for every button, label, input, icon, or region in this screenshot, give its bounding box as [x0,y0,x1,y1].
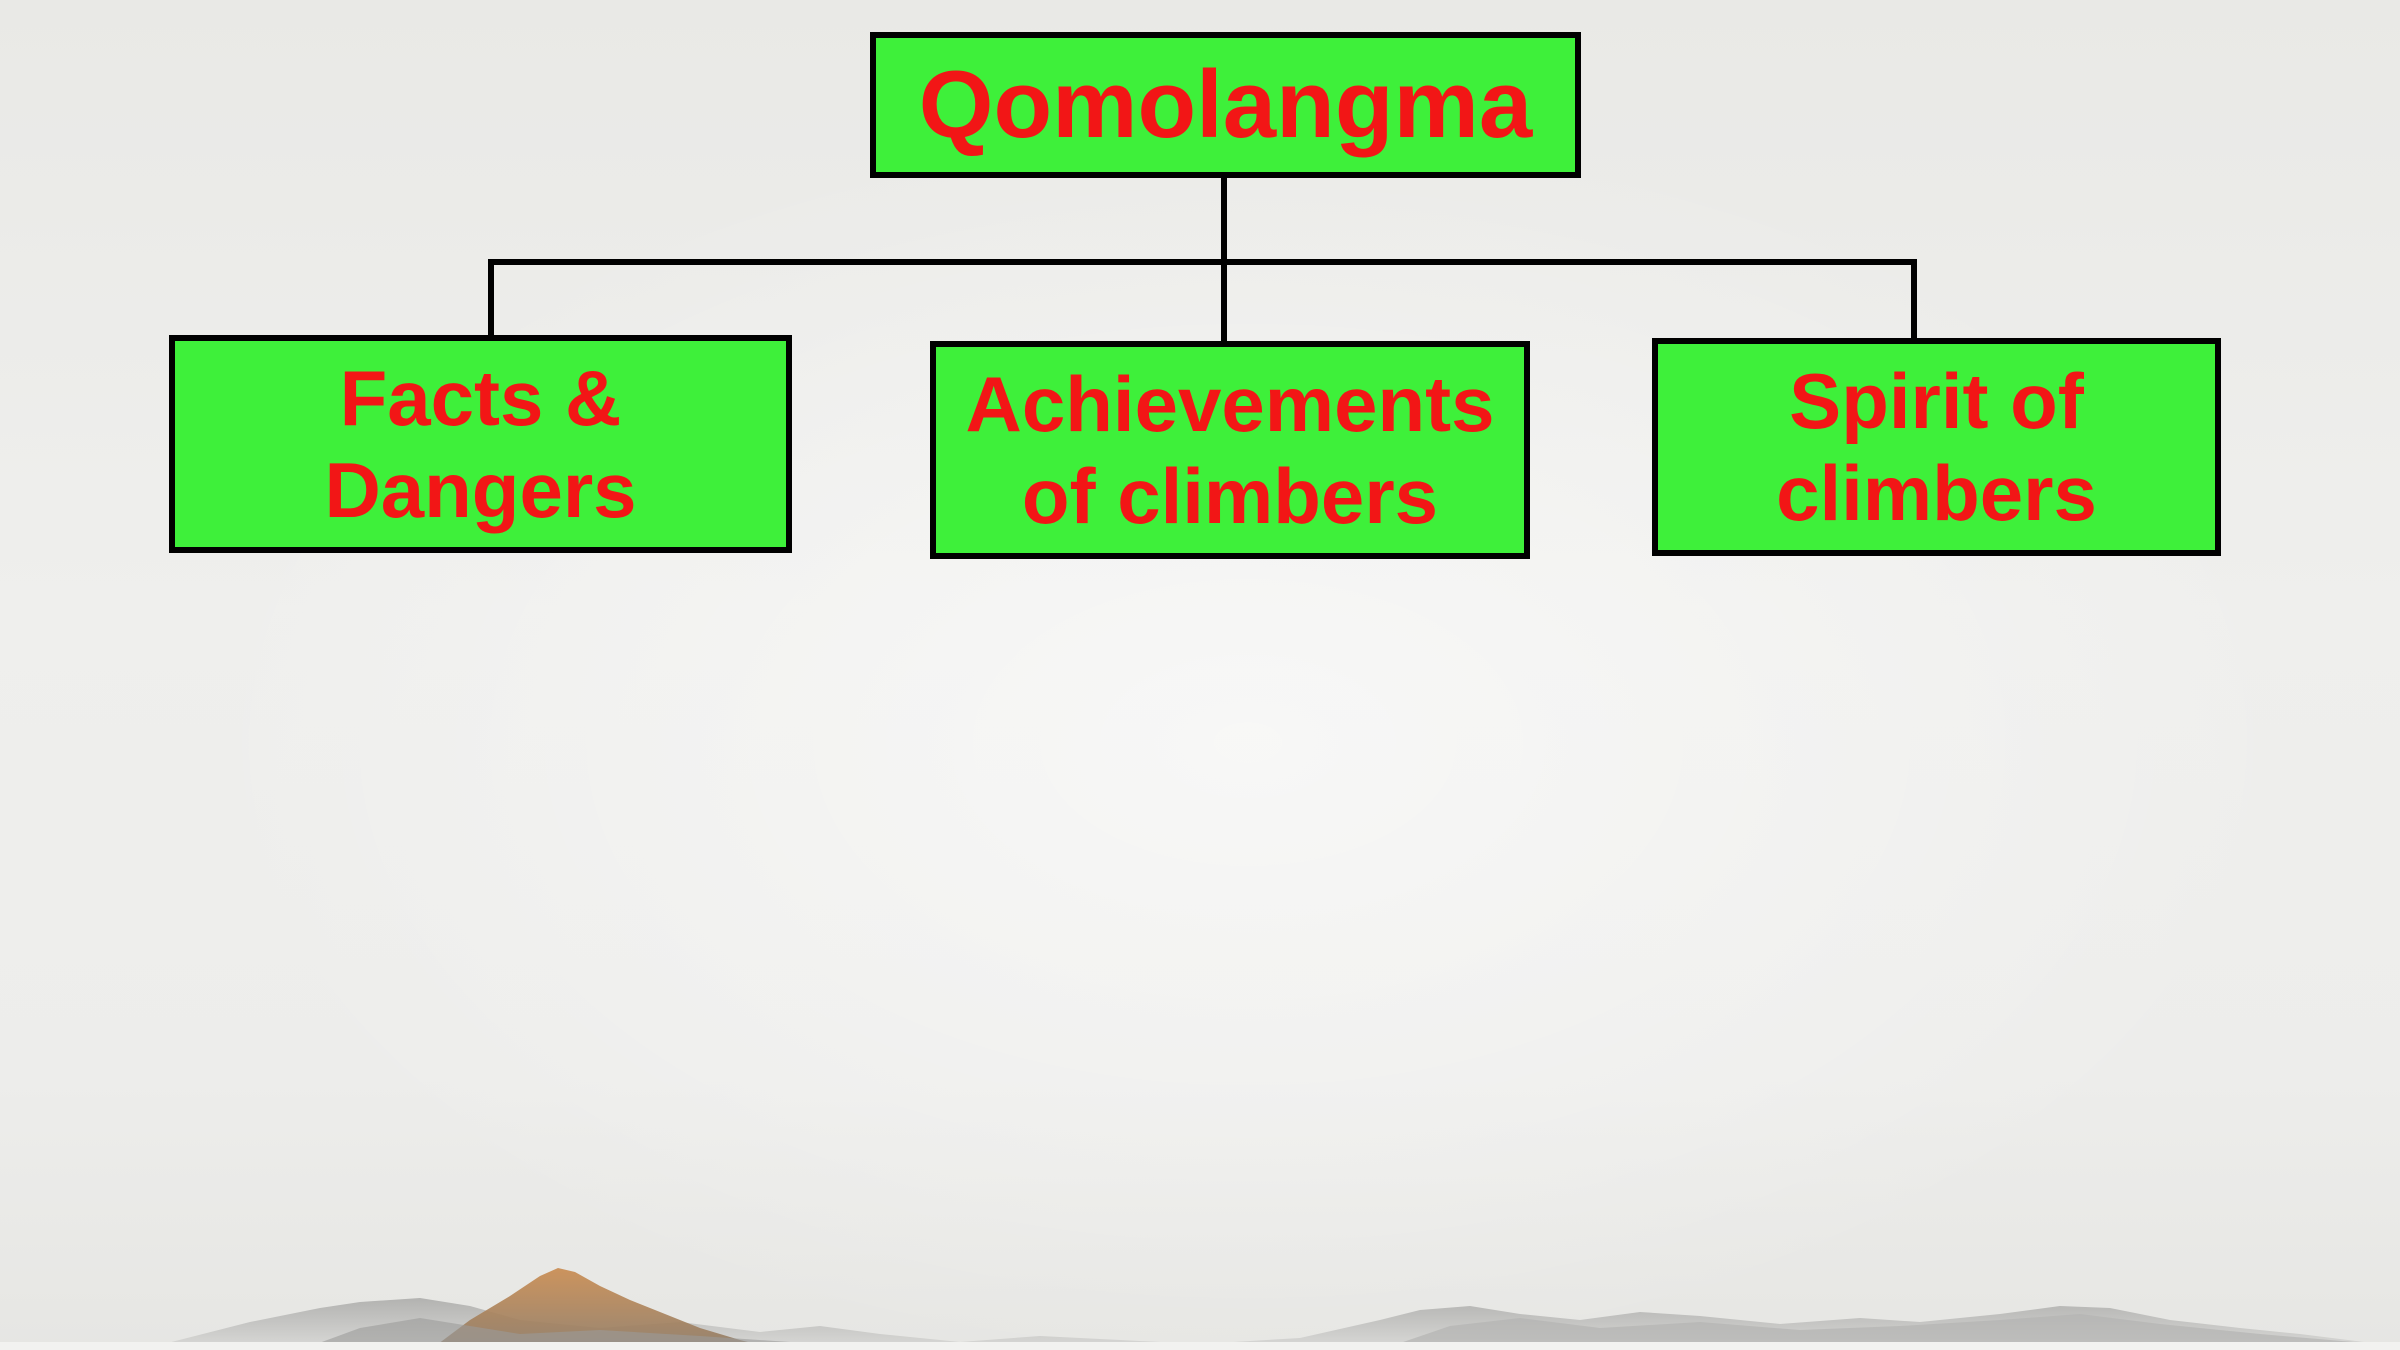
root-node-label: Qomolangma [918,51,1533,158]
child-node-text: Spirit of climbers [1776,355,2097,539]
connector-to-achievements [1221,259,1227,343]
right-ridge [1380,1314,2400,1350]
everest-peak [430,1268,780,1350]
snow-base [0,1342,2400,1350]
connector-to-spirit [1911,259,1917,340]
child-node-facts-dangers: Facts & Dangers [169,335,792,553]
child-node-achievements: Achievements of climbers [930,341,1530,559]
child-node-label-line1: Facts & [339,353,622,442]
child-node-text: Facts & Dangers [324,352,636,536]
child-node-label-line2: of climbers [1021,452,1439,540]
root-node-qomolangma: Qomolangma [870,32,1581,178]
child-node-text: Achievements of climbers [966,358,1495,542]
child-node-label-line1: Achievements [965,359,1495,448]
child-node-label-line2: Dangers [324,446,637,534]
child-node-label-line2: climbers [1776,449,2097,537]
connector-to-facts [488,259,494,337]
connector-horizontal-bar [488,259,1917,265]
child-node-spirit: Spirit of climbers [1652,338,2221,556]
connector-root-stem [1221,178,1227,262]
mountain-range-illustration [0,1268,2400,1350]
child-node-label-line1: Spirit of [1789,356,2084,445]
